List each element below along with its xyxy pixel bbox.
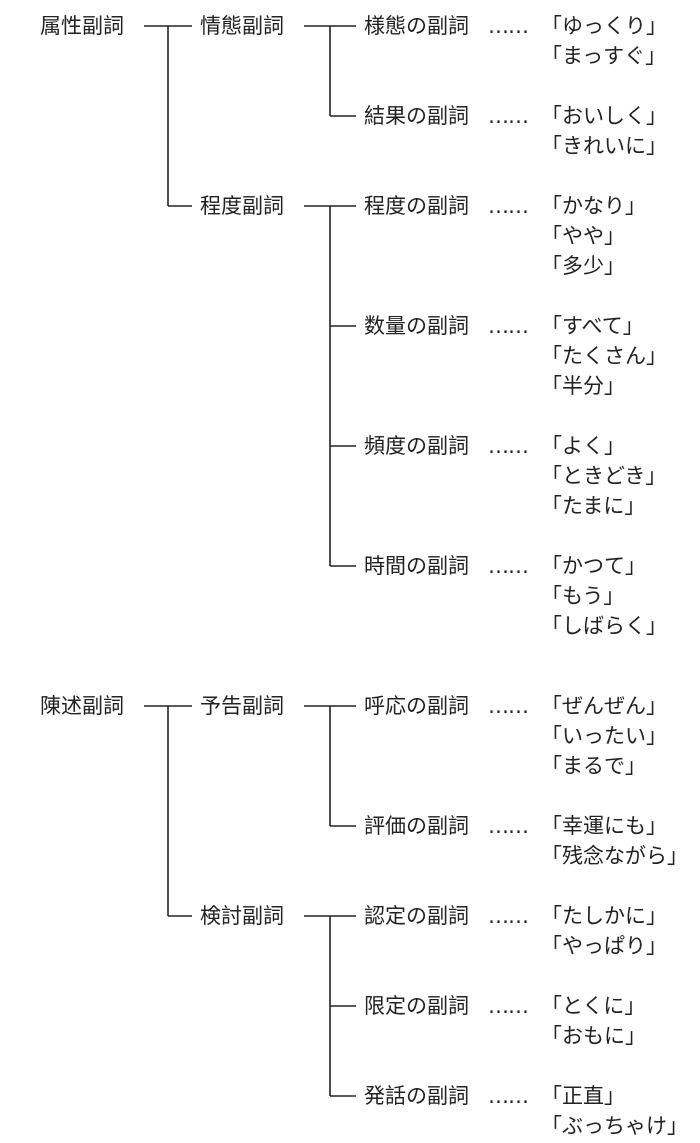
dotted-leader: ……: [488, 104, 529, 128]
example-word: 「ぜんぜん」: [541, 694, 667, 718]
category-label: 陳述副詞: [40, 694, 124, 718]
adverb-type-label: 時間の副詞: [364, 554, 469, 578]
dotted-leader: ……: [488, 904, 529, 928]
adverb-type-label: 認定の副詞: [364, 904, 469, 928]
example-word: 「すべて」: [541, 314, 644, 338]
example-word: 「とくに」: [541, 994, 646, 1018]
example-word: 「よく」: [541, 434, 625, 458]
example-word: 「幸運にも」: [541, 814, 667, 838]
example-word: 「かなり」: [541, 194, 646, 218]
dotted-leader: ……: [488, 694, 529, 718]
dotted-leader: ……: [488, 434, 529, 458]
adverb-type-label: 頻度の副詞: [364, 434, 469, 458]
example-word: 「まるで」: [541, 754, 646, 778]
dotted-leader: ……: [488, 14, 529, 38]
dotted-leader: ……: [488, 994, 529, 1018]
adverb-type-label: 評価の副詞: [364, 814, 469, 838]
subcategory-label: 程度副詞: [200, 194, 284, 218]
example-word: 「しばらく」: [541, 614, 667, 638]
adverb-type-label: 数量の副詞: [364, 314, 469, 338]
dotted-leader: ……: [488, 194, 529, 218]
adverb-type-label: 様態の副詞: [364, 14, 469, 38]
subcategory-label: 検討副詞: [200, 904, 284, 928]
adverb-type-label: 程度の副詞: [364, 194, 469, 218]
dotted-leader: ……: [488, 1084, 529, 1108]
example-word: 「まっすぐ」: [541, 44, 667, 68]
example-word: 「かつて」: [541, 554, 646, 578]
example-word: 「きれいに」: [541, 134, 667, 158]
example-word: 「もう」: [541, 584, 625, 608]
adverb-type-label: 発話の副詞: [364, 1084, 469, 1108]
example-word: 「ときどき」: [541, 464, 667, 488]
subcategory-label: 予告副詞: [200, 694, 284, 718]
dotted-leader: ……: [488, 554, 529, 578]
example-word: 「いったい」: [541, 724, 667, 748]
example-word: 「おもに」: [541, 1024, 646, 1048]
example-word: 「たまに」: [541, 494, 646, 518]
example-word: 「ゆっくり」: [541, 14, 667, 38]
category-label: 属性副詞: [40, 14, 124, 38]
example-word: 「おいしく」: [541, 104, 667, 128]
subcategory-label: 情態副詞: [200, 14, 284, 38]
example-word: 「たしかに」: [541, 904, 667, 928]
adverb-type-label: 結果の副詞: [364, 104, 469, 128]
adverb-type-label: 呼応の副詞: [364, 694, 469, 718]
example-word: 「やや」: [541, 224, 625, 248]
adverb-type-label: 限定の副詞: [364, 994, 469, 1018]
example-word: 「ぶっちゃけ」: [541, 1114, 688, 1138]
example-word: 「やっぱり」: [541, 934, 667, 958]
dotted-leader: ……: [488, 814, 529, 838]
example-word: 「半分」: [541, 374, 625, 398]
example-word: 「たくさん」: [541, 344, 667, 368]
example-word: 「多少」: [541, 254, 625, 278]
example-word: 「正直」: [541, 1084, 625, 1108]
example-word: 「残念ながら」: [541, 844, 688, 868]
dotted-leader: ……: [488, 314, 529, 338]
